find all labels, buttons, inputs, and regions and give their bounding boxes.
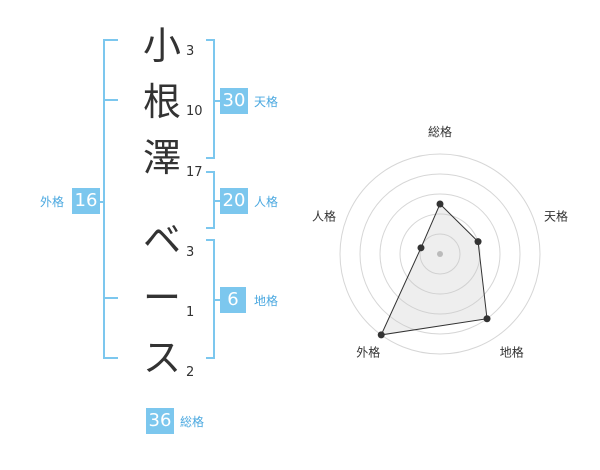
name-char-6: ス xyxy=(142,336,181,380)
soukaku-label: 総格 xyxy=(180,415,205,429)
radar-grid-ring-5 xyxy=(339,153,541,355)
gaikaku-label: 外格 xyxy=(40,195,65,209)
tenkaku-label: 天格 xyxy=(254,95,279,109)
radar-grid-ring-2 xyxy=(399,213,481,295)
radar-point-1 xyxy=(436,200,444,208)
chikaku-label: 地格 xyxy=(254,294,279,308)
radar-grid-ring-1 xyxy=(419,233,461,275)
gaikaku-bracket xyxy=(103,39,118,359)
soukaku-value-box: 36 xyxy=(146,408,174,434)
radar-point-5 xyxy=(417,244,425,252)
radar-axis-label-5: 人格 xyxy=(312,208,336,223)
stroke-count-5: 1 xyxy=(186,305,195,320)
radar-point-4 xyxy=(377,331,385,339)
radar-point-3 xyxy=(483,315,491,323)
tenkaku-bracket xyxy=(206,39,215,159)
stroke-count-2: 10 xyxy=(186,104,203,119)
stroke-count-4: 3 xyxy=(186,245,195,260)
name-char-1: 小 xyxy=(142,24,181,68)
stroke-count-6: 2 xyxy=(186,365,195,380)
name-char-3: 澤 xyxy=(142,136,181,180)
gaikaku-value-box: 16 xyxy=(72,188,100,214)
radar-axis-label-1: 総格 xyxy=(428,124,452,139)
radar-data-polygon xyxy=(380,203,488,336)
radar-grid-ring-3 xyxy=(379,193,501,315)
radar-grid-ring-4 xyxy=(359,173,521,335)
name-char-2: 根 xyxy=(142,80,181,124)
radar-axis-label-2: 天格 xyxy=(544,208,568,223)
jinkaku-label: 人格 xyxy=(254,195,279,209)
name-char-4: ベ xyxy=(142,218,181,262)
radar-center-dot xyxy=(437,251,443,257)
name-char-5: ー xyxy=(142,276,181,320)
radar-axis-label-4: 外格 xyxy=(356,345,380,360)
radar-point-2 xyxy=(474,238,482,246)
jinkaku-value-box: 20 xyxy=(220,188,248,214)
chikaku-value-box: 6 xyxy=(220,287,246,313)
stroke-count-1: 3 xyxy=(186,44,195,59)
tenkaku-value-box: 30 xyxy=(220,88,248,114)
stroke-count-3: 17 xyxy=(186,165,203,180)
radar-axis-label-3: 地格 xyxy=(500,345,524,360)
